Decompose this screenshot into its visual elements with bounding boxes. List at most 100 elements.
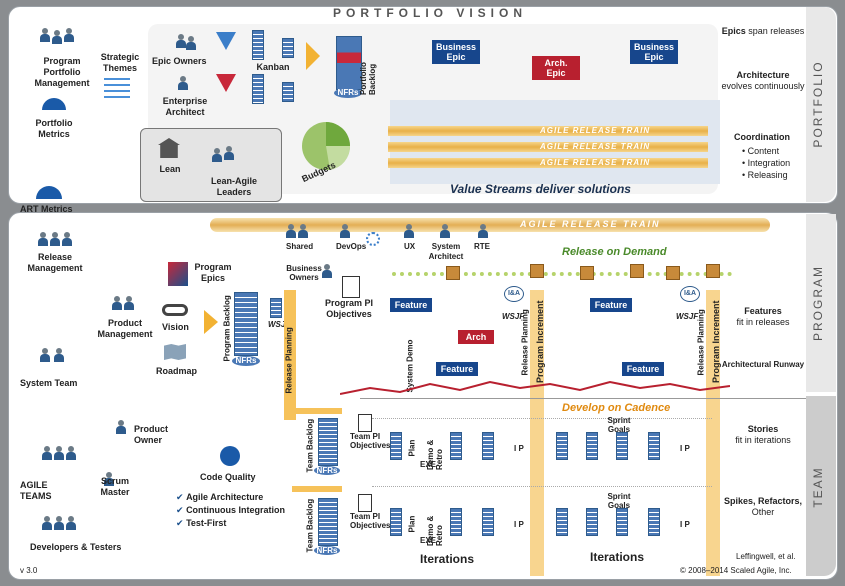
check-label-1: Agile Architecture bbox=[186, 492, 264, 502]
team-pi-objectives-2: Team PI Objectives bbox=[350, 512, 391, 530]
iter-stack-r1-5 bbox=[586, 432, 598, 460]
lean-label: Lean bbox=[159, 164, 181, 174]
portfolio-management-icon-2 bbox=[52, 30, 62, 44]
check-test-first: ✔ Test-First bbox=[176, 518, 306, 529]
portfolio-management-icon bbox=[40, 28, 50, 42]
demo-retro-label-2: Demo & Retro bbox=[426, 515, 444, 546]
iter-stack-r1-4 bbox=[556, 432, 568, 460]
architecture-rest: evolves continuously bbox=[721, 81, 805, 91]
team-nfrs-oval-1 bbox=[314, 466, 340, 475]
portfolio-metrics-icon bbox=[42, 98, 66, 110]
iter-stack-r2-7 bbox=[648, 508, 660, 536]
ia-icon-1: I&A bbox=[504, 286, 524, 302]
product-management-icon bbox=[112, 296, 122, 310]
art-rail-1 bbox=[388, 126, 708, 136]
art-rail-3 bbox=[388, 158, 708, 168]
team-side-label: TEAM bbox=[811, 466, 825, 508]
iter-stack-r2-2 bbox=[450, 508, 462, 536]
program-team-divider bbox=[360, 398, 806, 399]
stories-rest: fit in iterations bbox=[735, 435, 791, 445]
release-management-icon-3 bbox=[62, 232, 72, 246]
portfolio-side-label: PORTFOLIO bbox=[811, 60, 825, 148]
release-management-icon bbox=[38, 232, 48, 246]
iter-stack-r2-4 bbox=[556, 508, 568, 536]
ia-icon-2: I&A bbox=[680, 286, 700, 302]
release-box-5 bbox=[666, 266, 680, 280]
developers-icon-3 bbox=[66, 516, 76, 530]
lean-icon bbox=[158, 138, 180, 158]
feature-flag-2: Feature bbox=[436, 362, 478, 376]
roadmap-label: Roadmap bbox=[156, 366, 198, 376]
team-release-planning-bar-2 bbox=[292, 486, 342, 492]
architectural-runway: Architectural Runway bbox=[721, 360, 805, 369]
art-banner-bar bbox=[210, 218, 770, 232]
yellow-arrow bbox=[306, 42, 320, 70]
business-owners: Business Owners bbox=[286, 264, 322, 282]
iterations-dotted-top bbox=[372, 418, 712, 419]
nfrs-oval bbox=[334, 88, 362, 98]
agile-team-icon bbox=[42, 446, 52, 460]
team-release-planning-bar bbox=[292, 408, 342, 414]
spikes-note: Spikes, Refactors,Other bbox=[720, 496, 806, 518]
shared-icon-2 bbox=[298, 224, 308, 238]
agile-teams: AGILE TEAMS bbox=[20, 480, 52, 501]
kanban-stack-4 bbox=[282, 82, 294, 102]
strategic-themes-icon bbox=[104, 78, 130, 100]
epic-owner-icon bbox=[176, 34, 186, 48]
ip-label-4: I P bbox=[680, 520, 690, 529]
iterations-label-1: Iterations bbox=[420, 552, 475, 566]
check-label-3: Test-First bbox=[186, 518, 227, 528]
lean-agile-leaders: Lean-Agile Leaders bbox=[210, 176, 257, 197]
ux-icon bbox=[404, 224, 414, 238]
shared-icon bbox=[286, 224, 296, 238]
program-epics: Program Epics bbox=[194, 262, 232, 283]
pi-column-2 bbox=[706, 290, 720, 576]
wsjf-label-2: WSJF bbox=[502, 312, 525, 321]
devops-gear-icon bbox=[366, 232, 380, 246]
demo-retro-label-1: Demo & Retro bbox=[426, 439, 444, 470]
system-architect-icon bbox=[440, 224, 450, 238]
check-icon-2: ✔ bbox=[176, 505, 184, 515]
lean-agile-leaders-icon bbox=[212, 148, 222, 162]
iterations-dotted-mid bbox=[372, 486, 712, 487]
plan-label-2: Plan bbox=[407, 515, 417, 533]
arch-flag: Arch bbox=[458, 330, 494, 344]
iter-stack-r2-3 bbox=[482, 508, 494, 536]
copyright-label: © 2008–2014 Scaled Agile, Inc. bbox=[680, 566, 792, 575]
version-label: v 3.0 bbox=[20, 566, 38, 575]
kanban-label: Kanban bbox=[256, 62, 290, 72]
other-text: Other bbox=[751, 507, 775, 517]
arch-epic-flag: Arch. Epic bbox=[532, 56, 580, 80]
develop-on-cadence: Develop on Cadence bbox=[562, 402, 671, 414]
iter-stack-r1-1 bbox=[390, 432, 402, 460]
team-backlog-label-2: Team Backlog bbox=[305, 498, 315, 553]
art-metrics-icon bbox=[36, 186, 62, 199]
product-owner-icon bbox=[116, 420, 126, 434]
ux-label: UX bbox=[404, 242, 416, 251]
wsjf-label-3: WSJF bbox=[676, 312, 699, 321]
program-increment-label-1: Program Increment bbox=[535, 300, 545, 383]
architectural-runway-line bbox=[340, 380, 730, 395]
kanban-stack bbox=[252, 30, 264, 60]
epic-owners: Epic Owners bbox=[152, 56, 207, 66]
scrum-master-icon bbox=[104, 472, 114, 486]
spikes-text: Spikes, Refactors, bbox=[723, 496, 803, 506]
team-nfrs-label-1: NFRs bbox=[316, 466, 338, 475]
art-label-portfolio-1: AGILE RELEASE TRAIN bbox=[540, 126, 651, 135]
release-box-1 bbox=[446, 266, 460, 280]
portfolio-side-tab bbox=[806, 7, 836, 202]
developers-testers: Developers & Testers bbox=[30, 542, 122, 552]
developers-icon bbox=[42, 516, 52, 530]
release-dotted-line bbox=[392, 272, 732, 276]
exe-label-1: EXE bbox=[420, 460, 437, 469]
coord-item-releasing: • Releasing bbox=[742, 170, 788, 180]
release-box-3 bbox=[580, 266, 594, 280]
iter-stack-r2-6 bbox=[616, 508, 628, 536]
release-planning-label-1: Release Planning bbox=[284, 327, 294, 394]
program-epics-icon bbox=[168, 262, 188, 286]
feature-flag-3: Feature bbox=[590, 298, 632, 312]
art-rail-2 bbox=[388, 142, 708, 152]
features-bold: Features bbox=[744, 306, 782, 316]
